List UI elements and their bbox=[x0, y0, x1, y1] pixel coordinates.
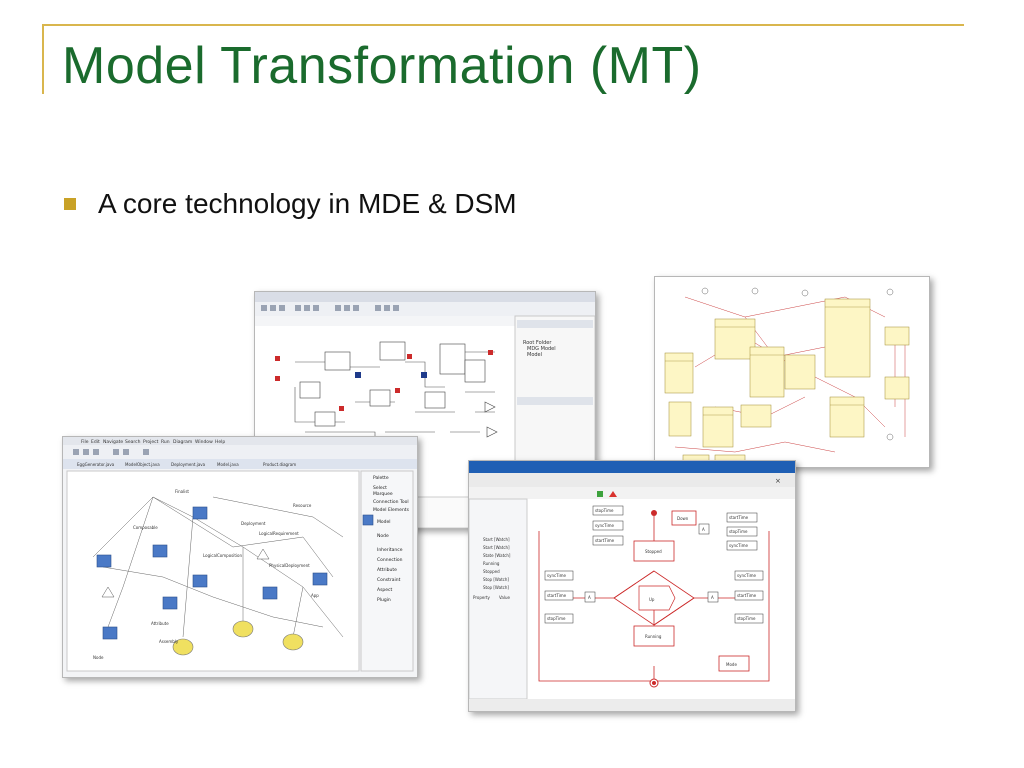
svg-text:PhysicalDeployment: PhysicalDeployment bbox=[269, 563, 310, 568]
svg-text:Stop [Watch]: Stop [Watch] bbox=[483, 585, 509, 590]
svg-text:Value: Value bbox=[499, 595, 511, 600]
svg-text:Finalist: Finalist bbox=[175, 489, 189, 494]
svg-text:Up: Up bbox=[649, 597, 655, 602]
svg-text:Product.diagram: Product.diagram bbox=[263, 462, 296, 467]
svg-text:startTime: startTime bbox=[547, 593, 567, 598]
bullet-text: A core technology in MDE & DSM bbox=[98, 188, 517, 219]
svg-text:Edit: Edit bbox=[91, 439, 100, 445]
svg-text:Constraint: Constraint bbox=[377, 577, 401, 583]
svg-text:ModelObject.java: ModelObject.java bbox=[125, 462, 160, 467]
statechart-editor-screenshot: × Start [Watch] Start [Watch] State [Watc… bbox=[468, 460, 796, 712]
svg-text:Inheritance: Inheritance bbox=[377, 547, 403, 553]
uml-class-diagram-screenshot bbox=[654, 276, 930, 468]
svg-text:Model Elements: Model Elements bbox=[373, 507, 410, 513]
svg-text:syncTime: syncTime bbox=[547, 573, 567, 578]
svg-text:Running: Running bbox=[483, 561, 500, 566]
svg-text:Aspect: Aspect bbox=[377, 587, 393, 593]
svg-text:Attribute: Attribute bbox=[151, 621, 169, 626]
svg-text:EggGenerator.java: EggGenerator.java bbox=[77, 462, 115, 467]
frame-top-rule bbox=[42, 24, 964, 26]
svg-text:stopTime: stopTime bbox=[729, 529, 748, 534]
svg-text:syncTime: syncTime bbox=[737, 573, 757, 578]
svg-text:Palette: Palette bbox=[373, 475, 389, 481]
svg-text:Navigate: Navigate bbox=[103, 439, 123, 445]
svg-text:Project: Project bbox=[143, 439, 159, 445]
svg-text:State [Watch]: State [Watch] bbox=[483, 553, 511, 558]
svg-text:syncTime: syncTime bbox=[729, 543, 749, 548]
menu-file[interactable]: File bbox=[81, 439, 89, 445]
svg-text:Search: Search bbox=[125, 439, 141, 445]
svg-text:Help: Help bbox=[215, 439, 225, 445]
svg-text:stopTime: stopTime bbox=[737, 616, 756, 621]
svg-text:Stopped: Stopped bbox=[645, 549, 662, 554]
svg-text:Deployment: Deployment bbox=[241, 521, 266, 526]
square-bullet-icon bbox=[64, 198, 76, 210]
bullet-item: A core technology in MDE & DSM bbox=[64, 188, 517, 220]
svg-text:Property: Property bbox=[473, 595, 491, 600]
svg-text:startTime: startTime bbox=[729, 515, 749, 520]
frame-left-rule bbox=[42, 24, 44, 94]
svg-text:LogicalComposition: LogicalComposition bbox=[203, 553, 242, 558]
svg-text:Marquee: Marquee bbox=[373, 491, 393, 497]
svg-text:Window: Window bbox=[195, 439, 213, 445]
svg-text:Stopped: Stopped bbox=[483, 569, 500, 574]
svg-text:A: A bbox=[711, 595, 714, 600]
svg-text:Mode: Mode bbox=[726, 662, 737, 667]
svg-text:Assembly: Assembly bbox=[159, 639, 179, 644]
svg-text:Start [Watch]: Start [Watch] bbox=[483, 545, 510, 550]
svg-text:Model: Model bbox=[377, 519, 391, 525]
svg-text:×: × bbox=[775, 477, 781, 485]
svg-text:Start [Watch]: Start [Watch] bbox=[483, 537, 510, 542]
svg-text:Model.java: Model.java bbox=[217, 462, 239, 467]
svg-text:Resource: Resource bbox=[293, 503, 312, 508]
svg-text:Node: Node bbox=[377, 533, 389, 539]
svg-text:syncTime: syncTime bbox=[595, 523, 615, 528]
svg-text:A: A bbox=[702, 527, 705, 532]
svg-text:MDG Model: MDG Model bbox=[527, 346, 556, 352]
svg-text:Plugin: Plugin bbox=[377, 597, 391, 603]
slide-title: Model Transformation (MT) bbox=[62, 37, 702, 95]
svg-text:startTime: startTime bbox=[595, 538, 615, 543]
svg-text:Composable: Composable bbox=[133, 525, 158, 530]
svg-text:Connection Tool: Connection Tool bbox=[373, 499, 409, 505]
svg-text:stopTime: stopTime bbox=[595, 508, 614, 513]
svg-text:Select: Select bbox=[373, 485, 387, 491]
svg-text:Attribute: Attribute bbox=[377, 567, 397, 573]
svg-text:LogicalRequirement: LogicalRequirement bbox=[259, 531, 299, 536]
svg-text:Deployment.java: Deployment.java bbox=[171, 462, 206, 467]
svg-text:Connection: Connection bbox=[377, 557, 403, 563]
svg-text:A: A bbox=[588, 595, 591, 600]
svg-text:Diagram: Diagram bbox=[173, 439, 192, 445]
svg-text:startTime: startTime bbox=[737, 593, 757, 598]
svg-text:Running: Running bbox=[645, 634, 662, 639]
svg-text:Down: Down bbox=[677, 516, 689, 521]
svg-text:Run: Run bbox=[161, 439, 170, 445]
svg-text:Root Folder: Root Folder bbox=[523, 340, 552, 346]
svg-text:Stop [Watch]: Stop [Watch] bbox=[483, 577, 509, 582]
svg-text:Model: Model bbox=[527, 352, 542, 358]
svg-text:Node: Node bbox=[93, 655, 104, 660]
svg-text:App: App bbox=[311, 593, 319, 598]
svg-text:stopTime: stopTime bbox=[547, 616, 566, 621]
